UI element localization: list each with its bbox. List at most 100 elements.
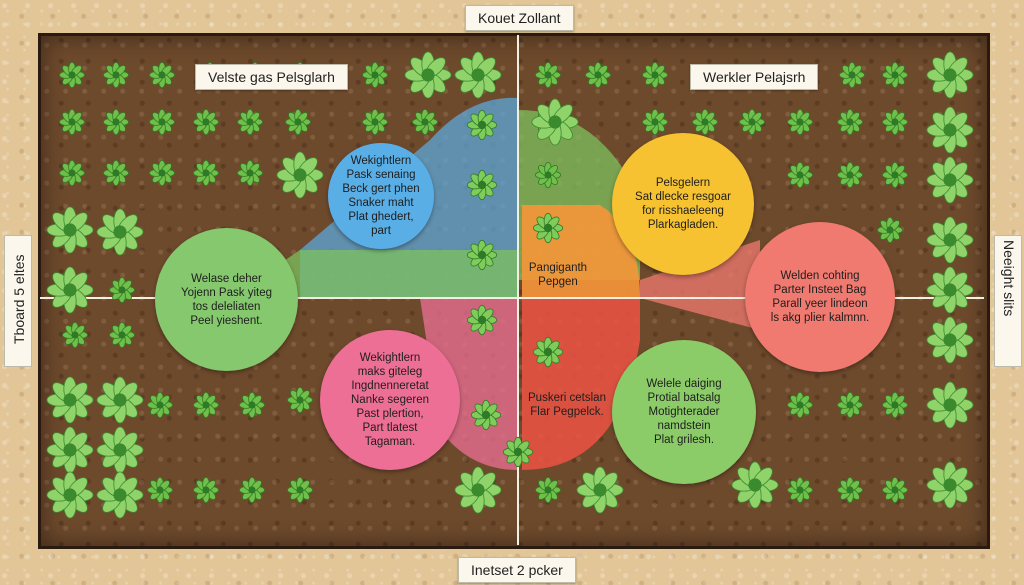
succulent-plant (46, 376, 94, 424)
succulent-plant (532, 336, 564, 368)
succulent-plant (108, 321, 136, 349)
succulent-plant (239, 392, 265, 418)
succulent-plant (193, 392, 219, 418)
succulent-plant (532, 212, 564, 244)
succulent-plant (534, 61, 562, 89)
succulent-plant (96, 471, 144, 519)
succulent-plant (404, 51, 452, 99)
succulent-plant (836, 391, 864, 419)
succulent-plant (108, 276, 136, 304)
succulent-plant (926, 156, 974, 204)
succulent-plant (193, 109, 219, 135)
succulent-plant (534, 161, 562, 189)
quadrant-label-right: Werkler Pelajsrh (690, 64, 819, 90)
succulent-plant (838, 61, 866, 89)
info-circle-blue: Wekightlern Pask senaing Beck gert phen … (328, 143, 434, 249)
succulent-plant (466, 109, 498, 141)
succulent-plant (926, 461, 974, 509)
succulent-plant (881, 108, 909, 136)
succulent-plant (926, 381, 974, 429)
succulent-plant (881, 61, 909, 89)
succulent-plant (926, 266, 974, 314)
succulent-plant (531, 98, 579, 146)
succulent-plant (584, 61, 612, 89)
succulent-plant (96, 426, 144, 474)
info-circle-red-text: Puskeri cetslan Flar Pegpelck. (528, 392, 606, 418)
info-circle-salmon-text: Welden cohting Parter Insteet Bag Parall… (770, 270, 870, 324)
succulent-plant (237, 109, 263, 135)
succulent-plant (641, 108, 669, 136)
succulent-plant (147, 392, 173, 418)
succulent-plant (786, 476, 814, 504)
succulent-plant (58, 61, 86, 89)
succulent-plant (149, 62, 175, 88)
info-circle-green-right-text: Welele daiging Protial batsalg Motighter… (646, 378, 722, 446)
info-circle-yellow: Pelsgelern Sat dlecke resgoar for rissha… (612, 133, 754, 275)
info-circle-yellow-text: Pelsgelern Sat dlecke resgoar for rissha… (635, 177, 731, 231)
info-circle-green-right: Welele daiging Protial batsalg Motighter… (612, 340, 756, 484)
succulent-plant (149, 109, 175, 135)
succulent-plant (362, 109, 388, 135)
succulent-plant (96, 208, 144, 256)
title-bottom: Inetset 2 pcker (458, 557, 576, 583)
succulent-plant (61, 321, 89, 349)
succulent-plant (466, 169, 498, 201)
side-label-right-text: Neeight slits (1001, 240, 1017, 317)
succulent-plant (58, 159, 86, 187)
succulent-plant (881, 161, 909, 189)
succulent-plant (691, 108, 719, 136)
info-circle-orange: Pangiganth Pepgen (522, 255, 594, 295)
succulent-plant (193, 477, 219, 503)
info-circle-orange-text: Pangiganth Pepgen (528, 262, 588, 288)
succulent-plant (926, 316, 974, 364)
succulent-plant (454, 51, 502, 99)
title-top: Kouet Zollant (465, 5, 574, 31)
succulent-plant (926, 51, 974, 99)
side-label-left: Tboard 5 eltes (4, 235, 32, 367)
succulent-plant (641, 61, 669, 89)
succulent-plant (46, 266, 94, 314)
succulent-plant (836, 476, 864, 504)
succulent-plant (470, 399, 502, 431)
succulent-plant (881, 391, 909, 419)
info-circle-green-left: Welase deher Yojenn Pask yiteg tos delel… (155, 228, 298, 371)
succulent-plant (58, 108, 86, 136)
succulent-plant (239, 477, 265, 503)
succulent-plant (786, 108, 814, 136)
succulent-plant (926, 216, 974, 264)
succulent-plant (876, 216, 904, 244)
succulent-plant (96, 376, 144, 424)
info-circle-red: Puskeri cetslan Flar Pegpelck. (522, 385, 612, 425)
quadrant-label-left: Velste gas Pelsglarh (195, 64, 348, 90)
succulent-plant (149, 160, 175, 186)
succulent-plant (287, 477, 313, 503)
info-circle-green-left-text: Welase deher Yojenn Pask yiteg tos delel… (180, 272, 272, 327)
succulent-plant (731, 461, 779, 509)
succulent-plant (276, 151, 324, 199)
succulent-plant (466, 239, 498, 271)
info-circle-pink: Wekightlern maks giteleg Ingdnenneretat … (320, 330, 460, 470)
succulent-plant (102, 108, 130, 136)
succulent-plant (836, 108, 864, 136)
succulent-plant (362, 62, 388, 88)
succulent-plant (46, 426, 94, 474)
succulent-plant (576, 466, 624, 514)
info-circle-salmon: Welden cohting Parter Insteet Bag Parall… (745, 222, 895, 372)
succulent-plant (287, 387, 313, 413)
side-label-left-text: Tboard 5 eltes (11, 254, 27, 345)
succulent-plant (147, 477, 173, 503)
succulent-plant (738, 108, 766, 136)
succulent-plant (46, 471, 94, 519)
wedge-green-left (230, 250, 518, 298)
succulent-plant (237, 160, 263, 186)
succulent-plant (786, 391, 814, 419)
succulent-plant (502, 436, 534, 468)
succulent-plant (836, 161, 864, 189)
succulent-plant (926, 106, 974, 154)
succulent-plant (102, 61, 130, 89)
succulent-plant (881, 476, 909, 504)
succulent-plant (46, 206, 94, 254)
info-circle-blue-text: Wekightlern Pask senaing Beck gert phen … (342, 155, 420, 237)
